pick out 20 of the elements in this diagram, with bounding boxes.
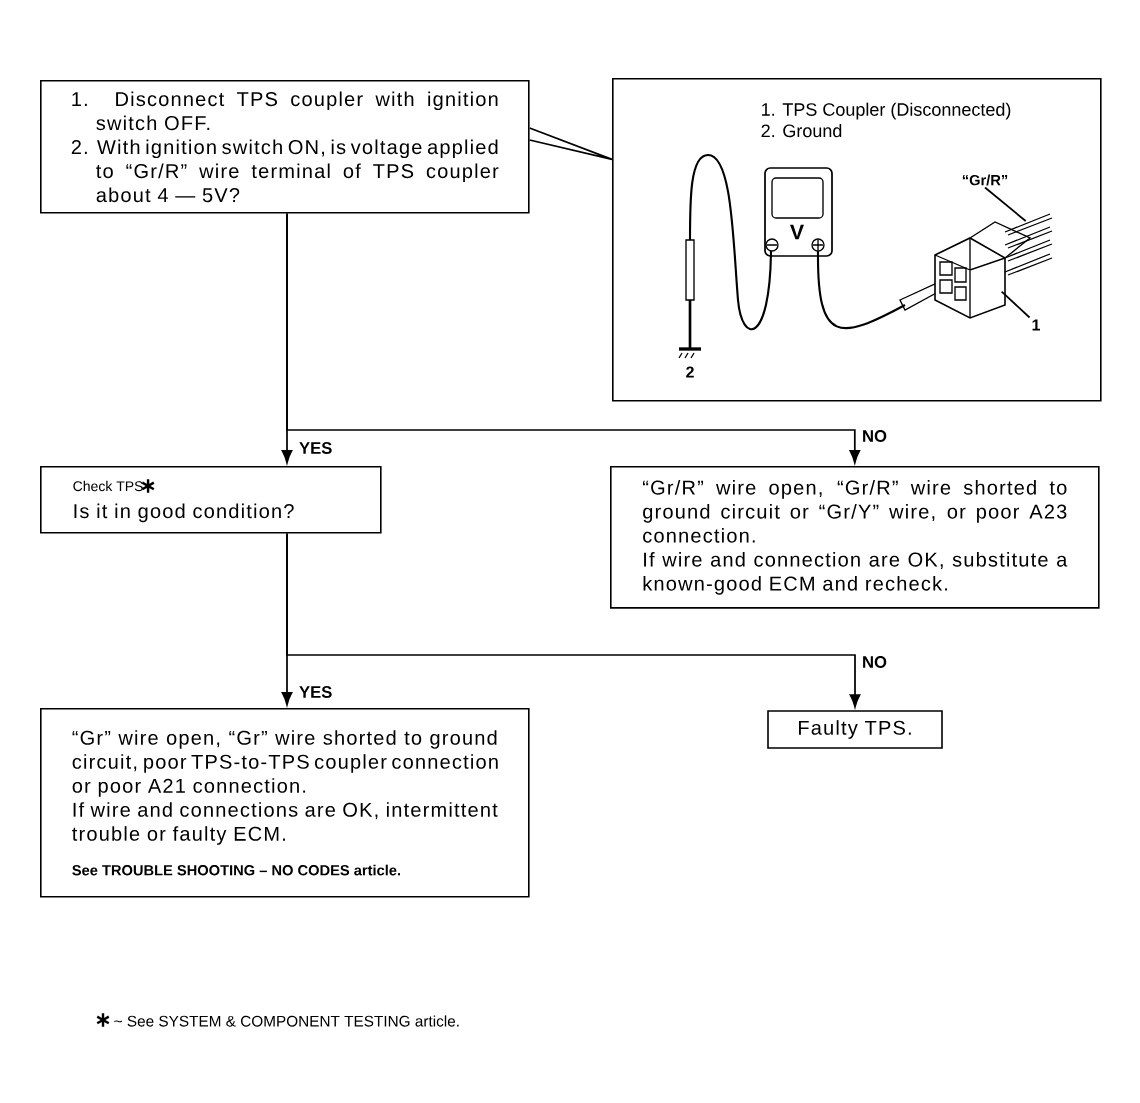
- edge-label: YES: [297, 440, 334, 456]
- result-box: Faulty TPS.: [767, 710, 943, 749]
- process-box: 1. Disconnect TPS coupler with ignition switch OFF. 2. With ignition switch ON, is voltage applied to “Gr/R” wire terminal of TPS coupler about 4 — 5V?: [40, 80, 530, 214]
- leader-line: [1000, 290, 1031, 319]
- arrow: [286, 212, 861, 464]
- edge-label: NO: [860, 654, 889, 670]
- callout-number: 2: [686, 366, 694, 378]
- edge-label: YES: [297, 684, 334, 700]
- coupler-drawing: [934, 213, 1053, 319]
- callout-pointer: [528, 127, 613, 161]
- arrow: [286, 532, 861, 708]
- footnote: ~ See SYSTEM & COMPONENT TESTING article.: [114, 1015, 459, 1027]
- decision-box: Check TPS Is it in good condition?: [40, 466, 382, 534]
- process-box: “Gr/R” wire open, “Gr/R” wire shorted to ground circuit or “Gr/Y” wire, or poor A23 connection. If wire and connection are OK, substitute a known-good ECM and recheck.: [610, 466, 1100, 609]
- meter-letter: V: [790, 224, 804, 240]
- callout-number: 1: [1032, 319, 1040, 331]
- callout-label: “Gr/R”: [962, 174, 1008, 186]
- leader-line: [984, 186, 1027, 222]
- process-box: “Gr” wire open, “Gr” wire shorted to ground circuit, poor TPS-to-TPS coupler connection or poor A21 connection. If wire and connections are OK, intermittent trouble or faulty ECM. See TROUBLE SHOOTING – NO CODES article.: [40, 708, 530, 898]
- edge-label: NO: [860, 428, 889, 444]
